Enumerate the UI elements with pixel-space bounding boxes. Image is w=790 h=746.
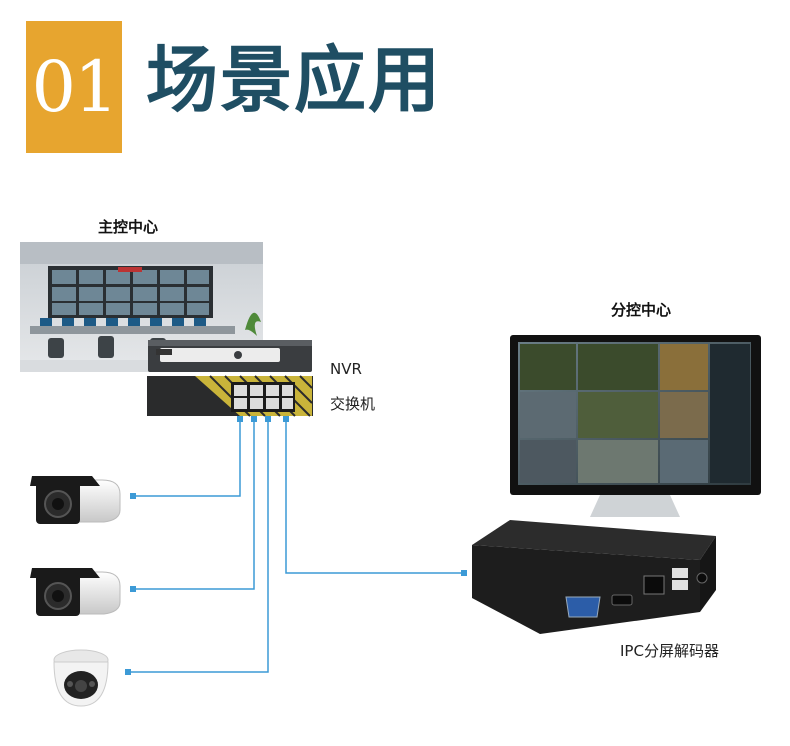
sub-center-label: 分控中心	[611, 301, 672, 319]
monitor	[510, 335, 761, 517]
switch-device	[147, 375, 313, 417]
nvr-label: NVR	[330, 360, 362, 378]
main-center-label: 主控中心	[98, 218, 159, 236]
bullet-camera-1	[30, 476, 121, 524]
decoder-label: IPC分屏解码器	[620, 642, 719, 660]
bullet-camera-2	[30, 568, 121, 616]
switch-label: 交换机	[330, 395, 376, 413]
decoder-box	[472, 520, 716, 634]
page-title: 场景应用	[146, 38, 443, 122]
cable-port-markers	[125, 416, 467, 675]
dome-camera	[53, 649, 109, 707]
nvr-device	[148, 340, 312, 372]
section-number-badge: 01	[26, 21, 122, 153]
network-cables	[130, 418, 462, 673]
